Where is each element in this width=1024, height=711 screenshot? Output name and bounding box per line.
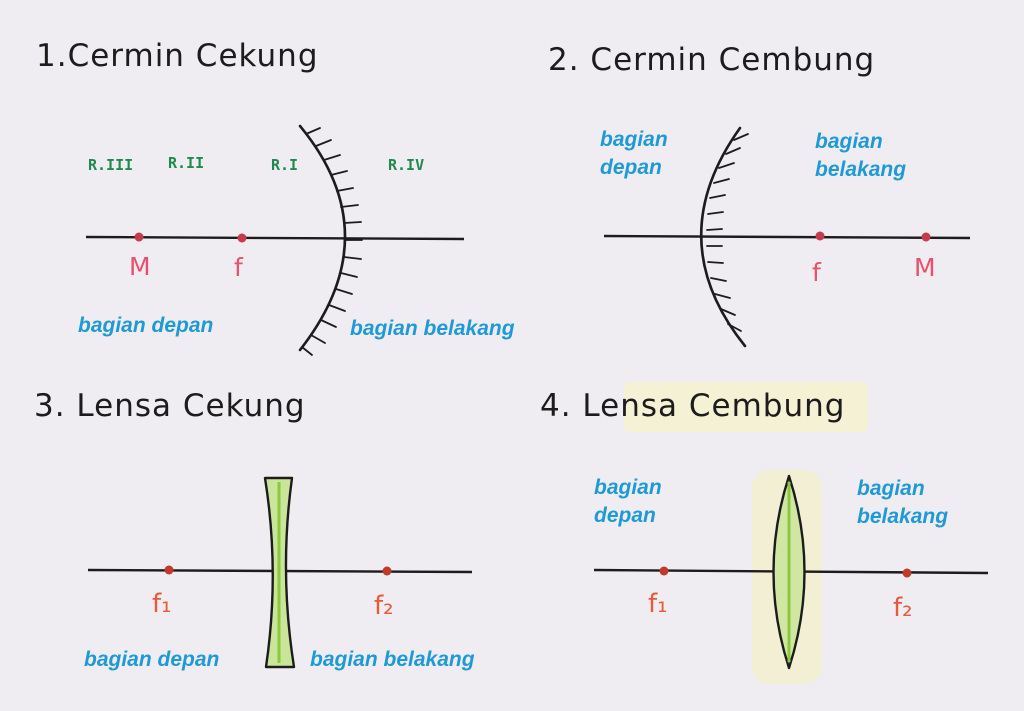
convex-lens-icon	[772, 474, 806, 670]
point-f2-dot	[382, 566, 392, 576]
panel-concave-lens: 3. Lensa Cekung f₁ f₂ bagian depan bagia…	[34, 388, 475, 671]
point-f-dot	[237, 233, 247, 243]
panel3-front-label: bagian depan	[84, 648, 219, 671]
point-f1-dot	[659, 566, 669, 576]
panel4-front-line1: bagian	[594, 476, 662, 499]
point-f-label: f	[812, 258, 822, 287]
panel4-title: 4. Lensa Cembung	[540, 388, 845, 424]
point-f1-dot	[164, 565, 174, 575]
panel-concave-mirror: 1.Cermin Cekung R.III R.II R.I R.IV	[36, 38, 515, 356]
concave-mirror-icon	[298, 124, 363, 356]
panel-convex-lens: 4. Lensa Cembung bagian depan bagian bel…	[540, 382, 989, 684]
panel2-back-line2: belakang	[815, 158, 906, 181]
panel2-title: 2. Cermin Cembung	[548, 42, 875, 78]
point-f1-label: f₁	[152, 589, 172, 619]
panel3-back-label: bagian belakang	[310, 648, 475, 671]
point-f2-label: f₂	[893, 593, 913, 623]
panel2-back-line1: bagian	[815, 130, 883, 153]
point-m-dot	[921, 232, 931, 242]
panel2-principal-axis	[603, 234, 971, 240]
point-f2-dot	[902, 568, 912, 578]
point-m-label: M	[914, 253, 936, 282]
panel4-front-line2: depan	[594, 504, 656, 527]
region-4-label: R.IV	[388, 156, 424, 174]
panel4-back-line1: bagian	[857, 477, 925, 500]
region-3-label: R.III	[88, 156, 133, 174]
region-2-label: R.II	[168, 154, 204, 172]
panel1-title: 1.Cermin Cekung	[36, 38, 319, 74]
panel1-principal-axis	[85, 235, 465, 241]
region-1-label: R.I	[271, 156, 298, 174]
point-f-dot	[815, 231, 825, 241]
point-f2-label: f₂	[374, 591, 394, 621]
concave-lens-icon	[263, 476, 296, 669]
convex-mirror-icon	[699, 126, 749, 348]
panel3-title: 3. Lensa Cekung	[34, 388, 306, 424]
panel2-front-line2: depan	[600, 156, 662, 179]
point-m-dot	[134, 232, 144, 242]
point-m-label: M	[129, 252, 151, 281]
title-highlight	[624, 382, 868, 432]
panel4-back-line2: belakang	[857, 505, 948, 528]
panel1-front-label: bagian depan	[78, 314, 213, 337]
panel1-back-label: bagian belakang	[350, 317, 515, 340]
point-f1-label: f₁	[648, 589, 668, 619]
panel-convex-mirror: 2. Cermin Cembung bagian depan bagian be…	[548, 42, 971, 348]
panel2-front-line1: bagian	[600, 128, 668, 151]
point-f-label: f	[234, 253, 244, 282]
